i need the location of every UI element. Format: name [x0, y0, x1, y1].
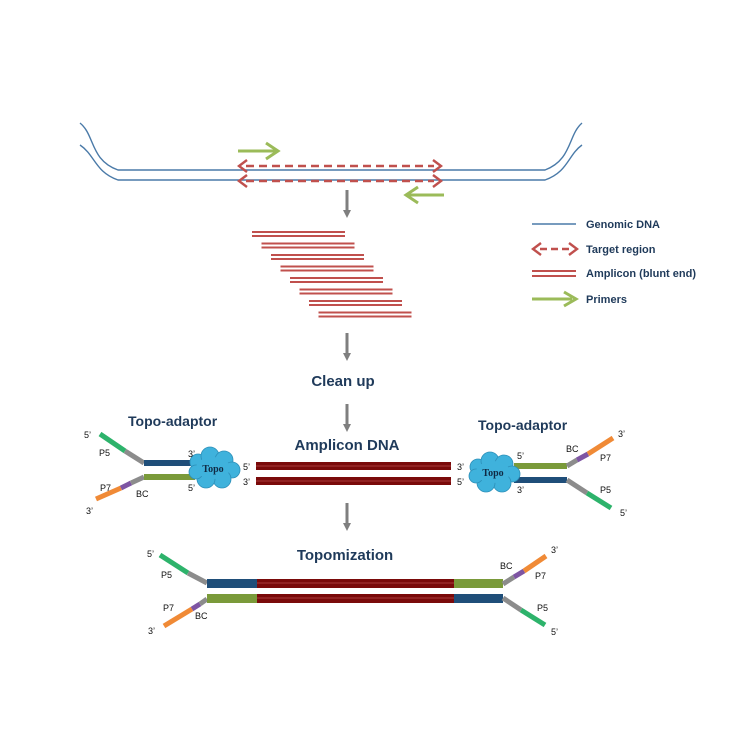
- legend-primers: Primers: [532, 290, 627, 308]
- right-adaptor-label: Topo-adaptor: [478, 417, 568, 433]
- left-top-3-end: 3’: [188, 449, 195, 459]
- product-right-p7-label: P7: [535, 571, 546, 581]
- left-p5-label: P5: [99, 448, 110, 458]
- right-top-5-end: 5’: [517, 451, 524, 461]
- product-right-p5-label: P5: [537, 603, 548, 613]
- amplicon-top-3-end: 3’: [457, 462, 464, 472]
- amplicon-pair: [299, 288, 393, 295]
- left-bc-label: BC: [136, 489, 149, 499]
- right-bc-label: BC: [566, 444, 579, 454]
- genomic-dna: [79, 122, 583, 181]
- step-amplicon-dna-label: Amplicon DNA: [295, 437, 400, 454]
- legend-amplicon: Amplicon (blunt end): [532, 268, 696, 280]
- amplicon-pair: [280, 265, 374, 272]
- left-p5-end: 5’: [84, 430, 91, 440]
- legend-amplicon-label: Amplicon (blunt end): [586, 268, 696, 280]
- product-left-p5-label: P5: [161, 570, 172, 580]
- legend-target-region-label: Target region: [586, 244, 656, 256]
- product-right-bc-label: BC: [500, 561, 513, 571]
- right-p7-end: 3’: [618, 429, 625, 439]
- primer-reverse: [403, 185, 444, 205]
- amplicon-bottom-5-end: 5’: [457, 477, 464, 487]
- primer-forward: [238, 141, 281, 161]
- legend-primers-label: Primers: [586, 294, 627, 306]
- amplicon-pair: [290, 277, 383, 283]
- left-p7-end: 3’: [86, 506, 93, 516]
- left-topo-adaptor: Topo-adaptor Topo 5’ P5 P7 BC 3’ 3’ 5’: [84, 413, 241, 516]
- product-left-p7-label: P7: [163, 603, 174, 613]
- amplicon-top-5-end: 5’: [243, 462, 250, 472]
- amplicon-dna: 5’ 3’ 3’ 5’: [243, 462, 464, 487]
- right-p5-end: 5’: [620, 508, 627, 518]
- amplicon-bottom-3-end: 3’: [243, 477, 250, 487]
- product-left-top-5-end: 5’: [147, 549, 154, 559]
- left-topo-cloud: [188, 446, 241, 489]
- left-adaptor-label: Topo-adaptor: [128, 413, 218, 429]
- product-left-bottom-3-end: 3’: [148, 626, 155, 636]
- amplicon-pair: [271, 254, 364, 260]
- product-right-bottom-5-end: 5’: [551, 627, 558, 637]
- amplicon-pair: [318, 311, 412, 318]
- topomized-product: 5’ P5 P7 BC 3’ BC P7 3’ P5 5’: [147, 545, 558, 637]
- left-topo-label: Topo: [202, 464, 223, 475]
- step-cleanup-label: Clean up: [311, 373, 374, 390]
- amplicon-pair: [261, 242, 355, 249]
- target-region-heads: [237, 159, 443, 188]
- right-topo-cloud: [468, 451, 521, 493]
- amplicon-pair: [252, 231, 345, 237]
- legend-genomic-dna-label: Genomic DNA: [586, 219, 660, 231]
- right-p5-label: P5: [600, 485, 611, 495]
- product-left-bc-label: BC: [195, 611, 208, 621]
- product-right-top-3-end: 3’: [551, 545, 558, 555]
- left-p7-label: P7: [100, 483, 111, 493]
- step-topomization-label: Topomization: [297, 547, 393, 564]
- target-region: [246, 164, 434, 183]
- legend-genomic-dna: Genomic DNA: [532, 219, 660, 231]
- legend: Genomic DNA Target region Amplicon (blun…: [531, 219, 696, 308]
- right-bottom-3-end: 3’: [517, 485, 524, 495]
- right-topo-adaptor: Topo-adaptor Topo 5’ 3’ BC P7 3’ P5 5’: [468, 417, 627, 518]
- amplicon-pair: [309, 300, 402, 306]
- left-bottom-5-end: 5’: [188, 483, 195, 493]
- legend-target-region: Target region: [531, 242, 656, 256]
- right-topo-label: Topo: [482, 468, 503, 479]
- amplicon-stack: [252, 231, 412, 318]
- right-p7-label: P7: [600, 453, 611, 463]
